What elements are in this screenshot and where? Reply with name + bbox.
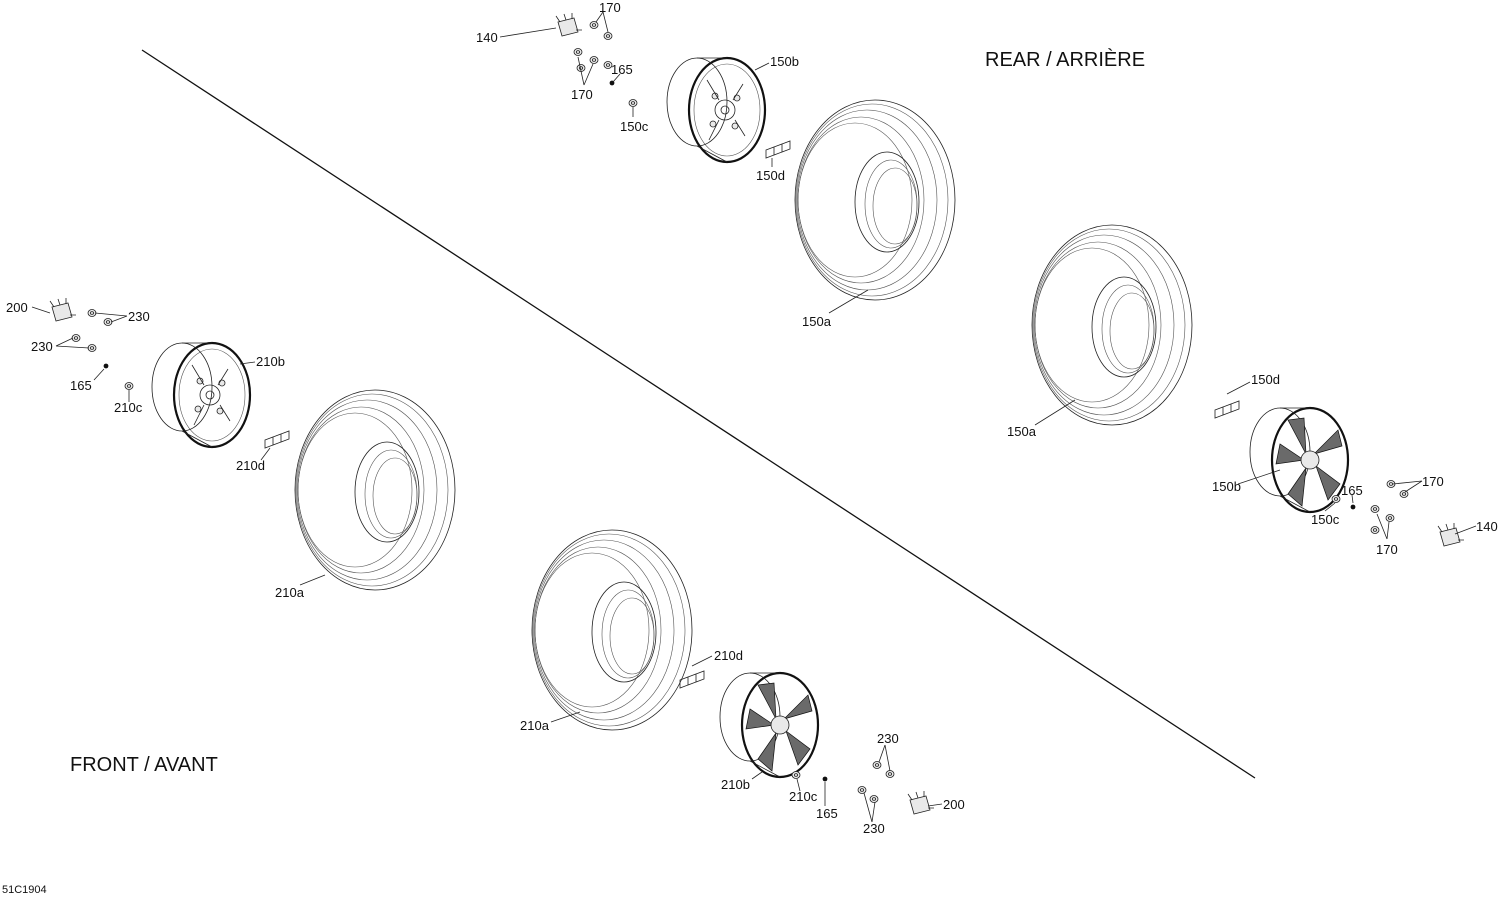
callout-170: 170	[1422, 474, 1444, 489]
lug-nut-front-left-4	[87, 344, 97, 352]
callout-210a: 210a	[520, 718, 550, 733]
lug-nut-front-bottom-3	[857, 786, 867, 794]
callout-150a: 150a	[1007, 424, 1037, 439]
rim-150b-rear-top	[665, 56, 767, 164]
callout-230: 230	[877, 731, 899, 746]
center-cap-200-front-bottom	[907, 790, 935, 815]
callout-140: 140	[1476, 519, 1498, 534]
lug-nut-rear-right-2	[1399, 490, 1409, 498]
callout-150a: 150a	[802, 314, 832, 329]
weights-210d-front-left	[264, 430, 290, 449]
center-cap-140-rear-top	[555, 12, 583, 37]
lug-nut-front-bottom-1	[872, 761, 882, 769]
callout-165: 165	[816, 806, 838, 821]
lug-nut-front-bottom-4	[869, 795, 879, 803]
tire-150a-rear-right	[1031, 224, 1193, 426]
callout-150b: 150b	[770, 54, 799, 69]
lug-nut-rear-top-1	[589, 21, 599, 29]
valve-core-165-front-left	[103, 363, 109, 369]
callout-210d: 210d	[714, 648, 743, 663]
diagram-code: 51C1904	[2, 884, 47, 896]
callout-200: 200	[6, 300, 28, 315]
lug-nut-rear-right-3	[1370, 505, 1380, 513]
valve-stem-150c-rear-top	[628, 99, 638, 107]
callout-230: 230	[31, 339, 53, 354]
callout-150d: 150d	[756, 168, 785, 183]
callout-165: 165	[70, 378, 92, 393]
lug-nut-front-left-1	[87, 309, 97, 317]
tire-150a-rear-top	[794, 99, 956, 301]
callout-230: 230	[128, 309, 150, 324]
divider-line	[141, 49, 1256, 779]
valve-stem-150c-rear-right	[1331, 495, 1341, 503]
lug-nut-front-bottom-2	[885, 770, 895, 778]
rim-210b-front-bottom	[718, 671, 820, 779]
callout-150c: 150c	[620, 119, 649, 134]
callout-140: 140	[476, 30, 498, 45]
tire-210a-front-bottom	[531, 529, 693, 731]
callout-170: 170	[571, 87, 593, 102]
callout-210b: 210b	[256, 354, 285, 369]
callout-200: 200	[943, 797, 965, 812]
callout-170: 170	[599, 0, 621, 15]
front-section-label: FRONT / AVANT	[70, 754, 218, 776]
callout-210d: 210d	[236, 458, 265, 473]
valve-core-165-front-bottom	[822, 776, 828, 782]
lug-nut-front-left-3	[71, 334, 81, 342]
valve-stem-210c-front-bottom	[791, 771, 801, 779]
callout-150c: 150c	[1311, 512, 1340, 527]
valve-stem-210c-front-left	[124, 382, 134, 390]
rim-210b-front-left	[150, 341, 252, 449]
callout-165: 165	[1341, 483, 1363, 498]
callout-210b: 210b	[721, 777, 750, 792]
callout-150d: 150d	[1251, 372, 1280, 387]
valve-core-165-rear-right	[1350, 504, 1356, 510]
callout-150b: 150b	[1212, 479, 1241, 494]
weights-150d-rear-top	[765, 140, 791, 159]
callout-170: 170	[1376, 542, 1398, 557]
rear-section-label: REAR / ARRIÈRE	[985, 48, 1145, 71]
center-cap-200-front-left	[49, 297, 77, 322]
lug-nut-rear-top-2	[603, 32, 613, 40]
callout-210c: 210c	[789, 789, 818, 804]
lug-nut-front-left-2	[103, 318, 113, 326]
callout-165: 165	[611, 62, 633, 77]
tire-210a-front-left	[294, 389, 456, 591]
lug-nut-rear-right-4	[1385, 514, 1395, 522]
callout-210c: 210c	[114, 400, 143, 415]
callout-230: 230	[863, 821, 885, 836]
leader-lines	[31, 11, 1477, 823]
callout-210a: 210a	[275, 585, 305, 600]
center-cap-140-rear-right	[1437, 522, 1465, 547]
lug-nut-rear-right-5	[1370, 526, 1380, 534]
weights-150d-rear-right	[1214, 400, 1240, 419]
lug-nut-rear-top-4	[589, 56, 599, 64]
lug-nut-rear-top-3	[573, 48, 583, 56]
